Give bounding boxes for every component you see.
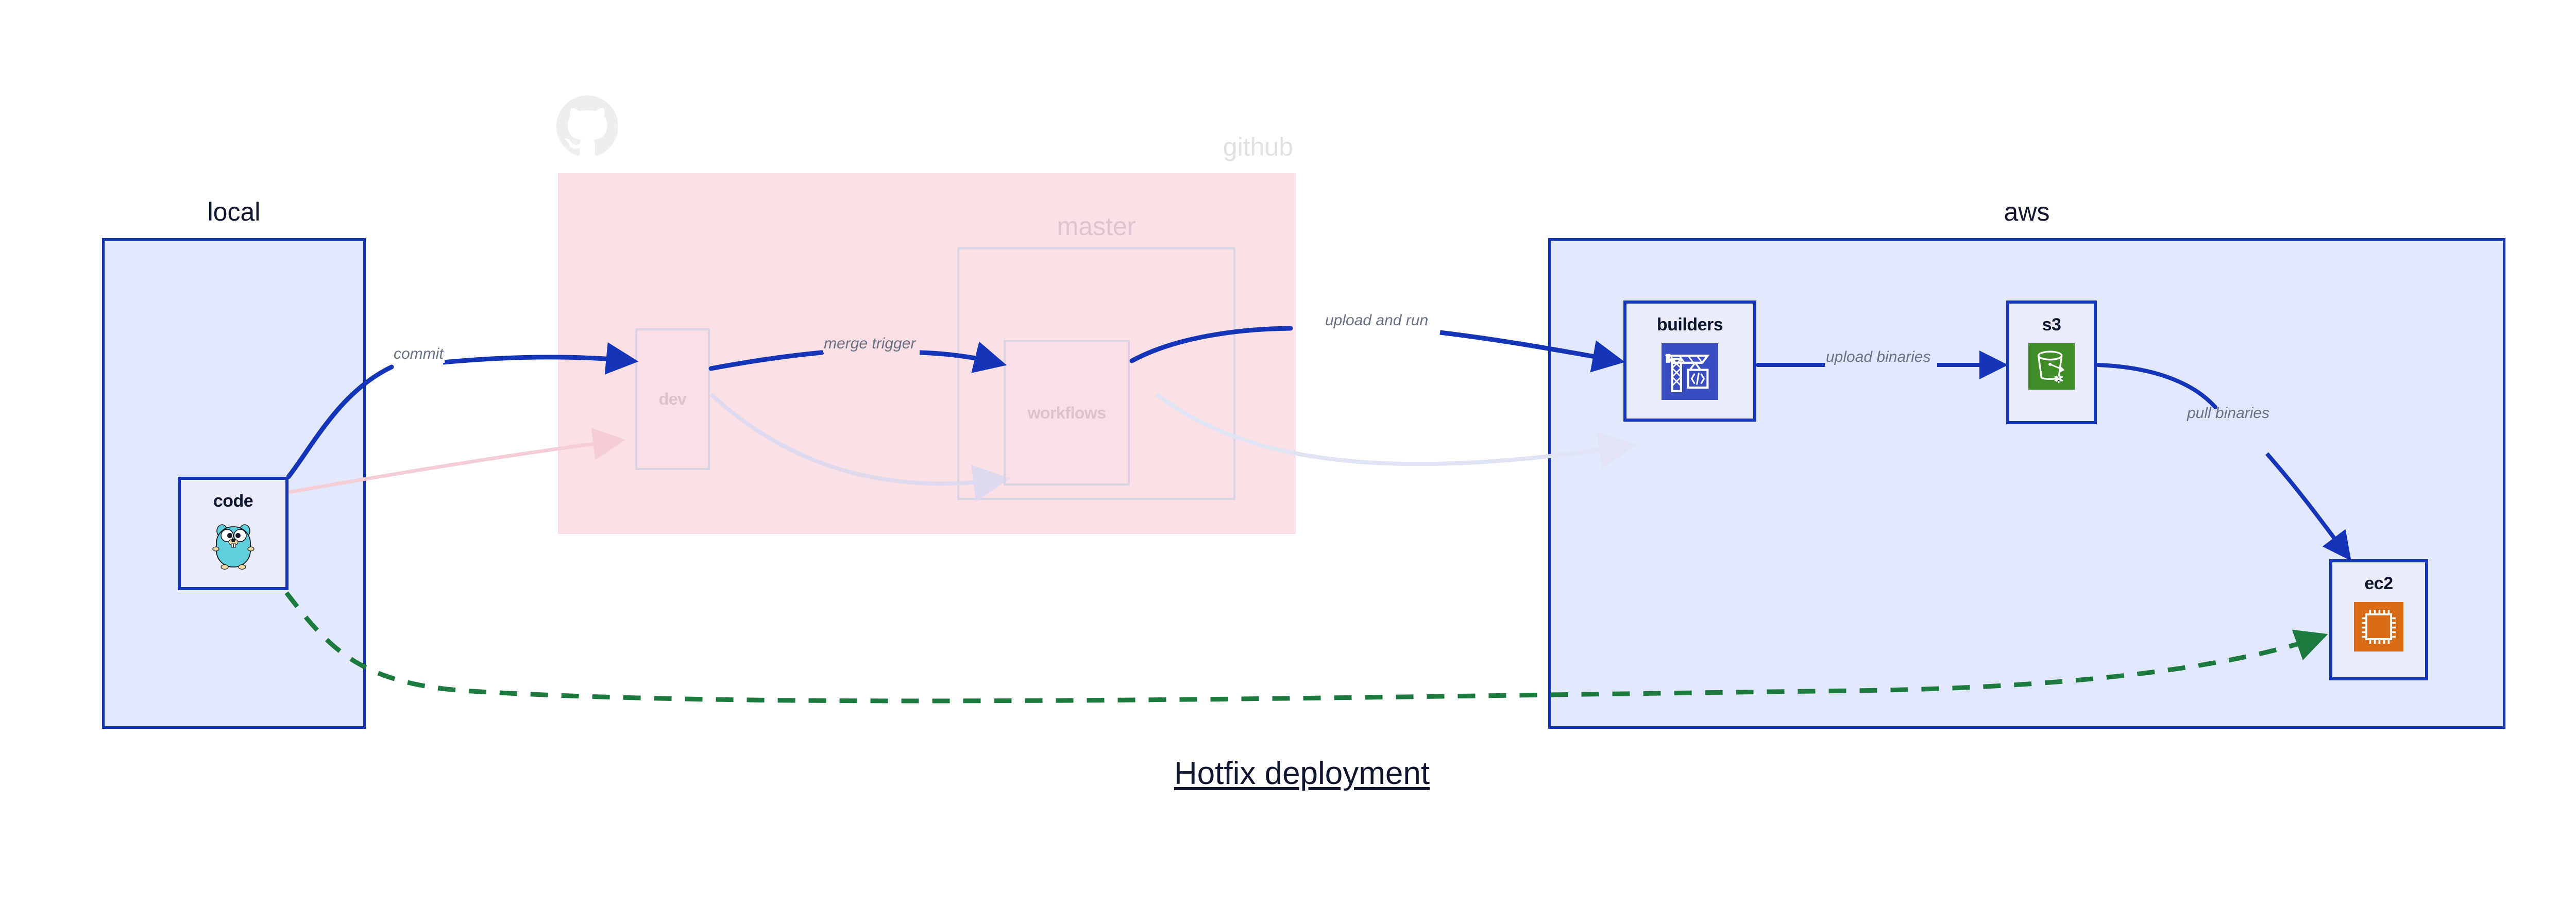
node-dev[interactable]: dev xyxy=(635,328,710,470)
edge-label-upload-and-run: upload and run xyxy=(1324,312,1430,329)
edge-label-commit: commit xyxy=(393,345,445,363)
edge-label-upload-binaries: upload binaries xyxy=(1825,348,1932,366)
page-title: Hotfix deployment xyxy=(1174,756,1430,791)
edge-label-pull-binaries: pull binaries xyxy=(2187,405,2270,422)
github-octocat-icon xyxy=(556,95,618,157)
go-gopher-icon xyxy=(211,520,256,574)
node-s3-label: s3 xyxy=(2042,315,2061,335)
node-ec2[interactable]: ec2 xyxy=(2329,559,2428,680)
s3-bucket-icon xyxy=(2028,343,2075,392)
cluster-aws-label: aws xyxy=(2004,197,2050,226)
node-code[interactable]: code xyxy=(178,477,289,590)
node-workflows[interactable]: workflows xyxy=(1004,340,1130,486)
cluster-master-label: master xyxy=(1057,212,1136,241)
node-builders-label: builders xyxy=(1656,315,1723,335)
cluster-local-label: local xyxy=(207,197,261,226)
crane-code-icon xyxy=(1662,343,1718,403)
edge-label-merge-trigger: merge trigger xyxy=(823,335,917,353)
node-ec2-label: ec2 xyxy=(2364,574,2393,593)
cluster-github-label: github xyxy=(1223,132,1293,161)
edge-ghost-code-dev xyxy=(288,427,625,494)
node-dev-label: dev xyxy=(658,390,687,408)
node-workflows-label: workflows xyxy=(1027,403,1106,422)
node-code-label: code xyxy=(213,491,253,511)
node-builders[interactable]: builders xyxy=(1623,300,1756,422)
edge-ghost-workflows-builders xyxy=(1155,392,1636,469)
node-s3[interactable]: s3 xyxy=(2006,300,2097,424)
edge-ghost-dev-workflows xyxy=(709,393,1010,502)
cpu-chip-icon xyxy=(2354,602,2403,654)
